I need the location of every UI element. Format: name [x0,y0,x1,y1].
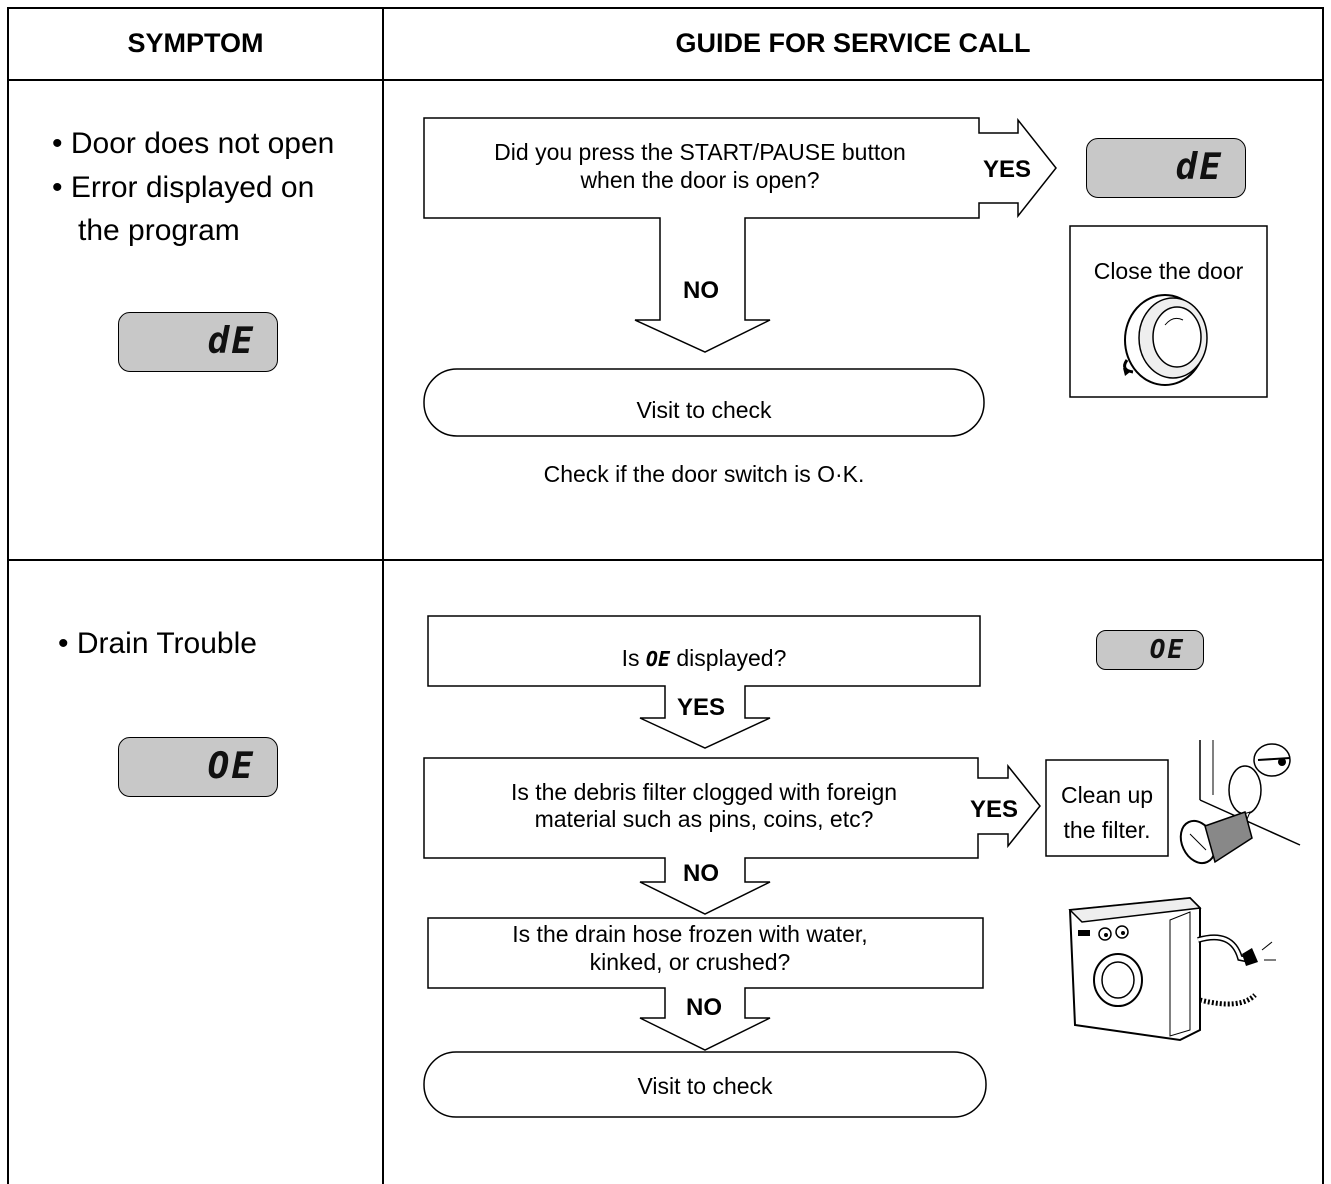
q2-box-shape [423,757,1041,915]
door-question-line1: Did you press the START/PAUSE button [494,139,906,165]
oe-q1-display: OE [1096,630,1204,670]
q3-line2: kinked, or crushed? [589,949,791,975]
q1-suffix: displayed? [676,645,787,671]
door-switch-note: Check if the door switch is O·K. [543,461,865,487]
q2-line2: material such as pins, coins, etc? [534,806,874,832]
symptom-door-not-open: • Door does not open [52,127,335,160]
symptom-the-program: the program [78,214,240,247]
oe-error-display: OE [118,737,278,797]
close-door-text: Close the door [1093,258,1244,284]
question-box-door-shape [423,117,1057,353]
q3-line1: Is the drain hose frozen with water, [512,921,868,947]
washer-illustration [1068,896,1276,1042]
visit-to-check-1: Visit to check [636,397,772,423]
symptom-header: SYMPTOM [127,28,264,58]
q1-code: OE [645,647,670,671]
guide-header: GUIDE FOR SERVICE CALL [675,28,1031,58]
filter-illustration [1179,740,1301,865]
symptom-drain-trouble: • Drain Trouble [58,627,257,660]
clean-up-line2: the filter. [1063,817,1151,843]
clean-filter-box-shape [1045,759,1169,857]
q1-text: Is OE displayed? [428,644,980,673]
clean-up-line1: Clean up [1060,782,1154,808]
door-no-label: NO [683,277,719,304]
de-error-display: dE [118,312,278,372]
de-display-code: dE [207,321,255,362]
de-yes-display-code: dE [1175,147,1223,188]
visit-pill-2-shape [423,1051,987,1118]
de-yes-display: dE [1086,138,1246,198]
q1-box-shape [427,615,981,749]
q2-yes-label: YES [970,796,1019,823]
q1-prefix: Is [621,645,640,671]
door-question-line2: when the door is open? [580,167,820,193]
door-illustration [1123,294,1208,386]
q1-yes-label: YES [677,694,726,721]
symptom-error-displayed: • Error displayed on [52,171,315,204]
q2-line1: Is the debris filter clogged with foreig… [510,779,898,805]
oe-q1-display-code: OE [1149,635,1185,665]
door-yes-label: YES [983,156,1032,183]
visit-pill-1-shape [423,368,985,437]
q2-no-label: NO [683,860,719,887]
oe-display-code: OE [207,746,255,787]
q3-no-label: NO [686,994,722,1021]
q3-box-shape [427,917,984,1051]
visit-to-check-2: Visit to check [637,1073,773,1099]
